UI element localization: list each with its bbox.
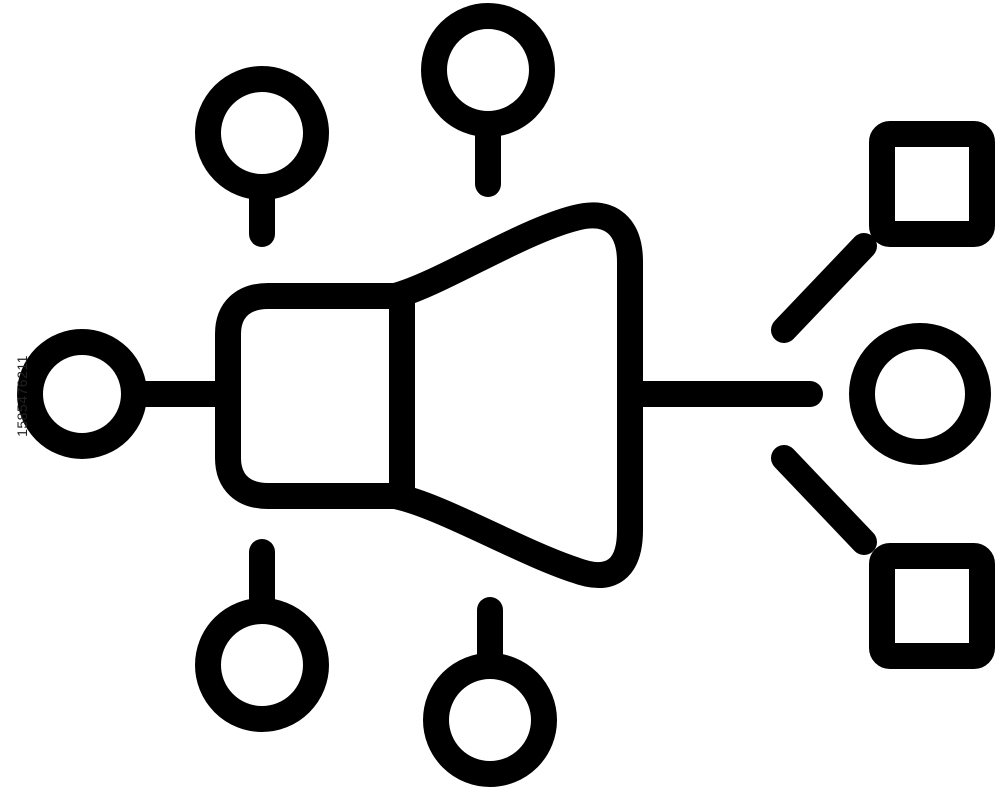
output-square-bottom: [771, 445, 995, 669]
top-pin-node-right: [421, 3, 555, 197]
image-id-text: 1585476211: [14, 355, 30, 437]
output-circle-node: [849, 323, 991, 465]
output-square-top: [771, 121, 995, 343]
bottom-pin-node-left: [195, 539, 329, 732]
funnel-body: [215, 202, 643, 588]
bottom-pin-node-right: [423, 597, 557, 787]
input-node-circle: [17, 329, 147, 459]
top-pin-node-left: [195, 66, 329, 247]
